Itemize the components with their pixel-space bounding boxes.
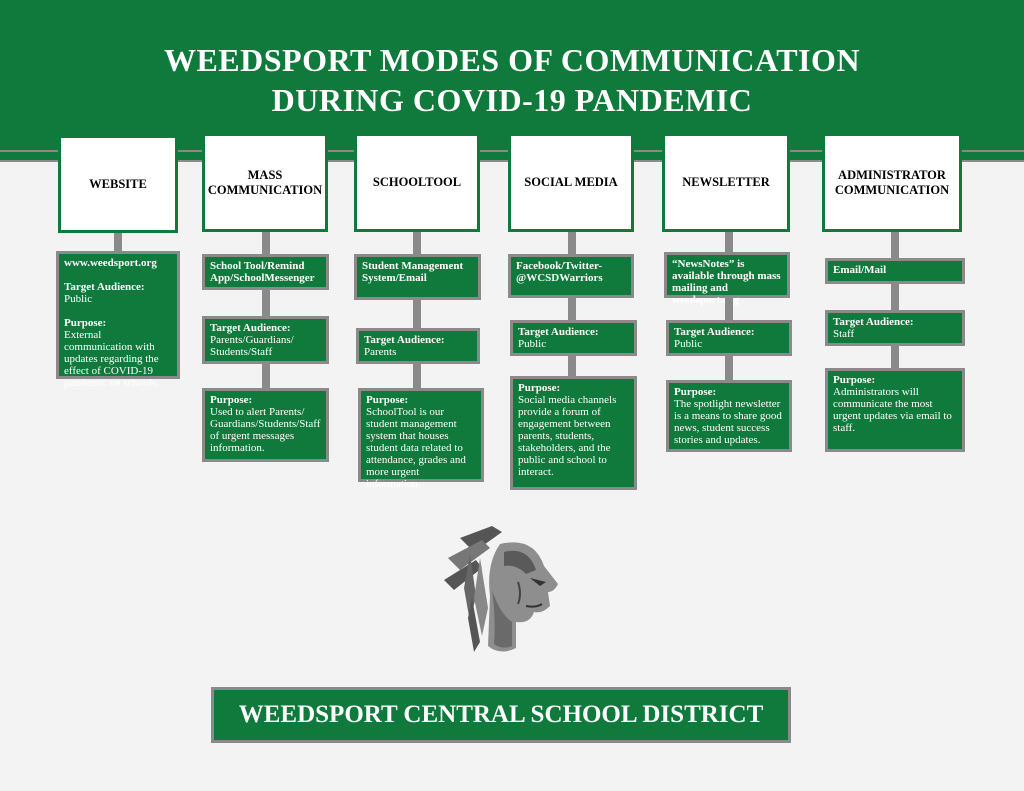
connector-stem — [262, 290, 270, 316]
purpose-label: Purpose: — [64, 317, 107, 329]
info-box-administrator-purpose: Purpose: Administrators will communicate… — [825, 368, 965, 452]
box-title: School Tool/Remind App/SchoolMessenger — [210, 260, 315, 284]
purpose-value: The spotlight newsletter is a means to s… — [674, 398, 782, 446]
connector-stem — [413, 300, 421, 328]
header-mass-communication: MASS COMMUNICATION — [202, 133, 328, 232]
audience-value: Public — [518, 338, 547, 350]
audience-label: Target Audience: — [64, 281, 145, 293]
audience-value: Parents/Guardians/ Students/Staff — [210, 334, 294, 358]
connector-stem — [262, 364, 270, 388]
box-title: www.weedsport.org — [64, 257, 157, 269]
info-box-schooltool-system: Student Management System/Email — [354, 254, 481, 300]
purpose-value: External communication with updates rega… — [64, 329, 160, 389]
connector-stem — [114, 233, 122, 251]
warrior-head-logo-icon — [430, 518, 578, 660]
title-line-1: WEEDSPORT MODES OF COMMUNICATION — [163, 42, 861, 78]
purpose-label: Purpose: — [674, 386, 717, 398]
box-title: Student Management System/Email — [362, 260, 464, 284]
info-box-schooltool-audience: Target Audience: Parents — [356, 328, 480, 364]
purpose-value: SchoolTool is our student management sys… — [366, 406, 466, 490]
info-box-administrator-audience: Target Audience: Staff — [825, 310, 965, 346]
audience-label: Target Audience: — [518, 326, 599, 338]
audience-label: Target Audience: — [833, 316, 914, 328]
audience-label: Target Audience: — [674, 326, 755, 338]
header-social-media: SOCIAL MEDIA — [508, 133, 634, 232]
info-box-mass-communication-purpose: Purpose: Used to alert Parents/ Guardian… — [202, 388, 329, 462]
box-title: Email/Mail — [833, 264, 887, 276]
connector-stem — [413, 232, 421, 254]
connector-stem — [891, 284, 899, 310]
audience-value: Public — [64, 293, 93, 305]
connector-stem — [725, 298, 733, 320]
box-title: Facebook/Twitter- @WCSDWarriors — [516, 260, 603, 284]
page-title: WEEDSPORT MODES OF COMMUNICATION DURING … — [0, 40, 1024, 120]
info-box-newsletter-audience: Target Audience: Public — [666, 320, 792, 356]
info-box-website: www.weedsport.org Target Audience: Publi… — [56, 251, 180, 389]
box-title: “NewsNotes” is available through mass ma… — [672, 258, 781, 306]
connector-stem — [262, 232, 270, 254]
purpose-label: Purpose: — [518, 382, 561, 394]
connector-stem — [725, 232, 733, 252]
connector-stem — [891, 346, 899, 368]
info-box-schooltool-purpose: Purpose: SchoolTool is our student manag… — [358, 388, 484, 490]
info-box-social-media-purpose: Purpose: Social media channels provide a… — [510, 376, 637, 490]
purpose-label: Purpose: — [210, 394, 253, 406]
connector-stem — [568, 356, 576, 376]
connector-stem — [568, 232, 576, 254]
info-box-newsletter-purpose: Purpose: The spotlight newsletter is a m… — [666, 380, 792, 452]
purpose-label: Purpose: — [833, 374, 876, 386]
audience-value: Public — [674, 338, 703, 350]
connector-stem — [413, 364, 421, 388]
audience-label: Target Audience: — [210, 322, 291, 334]
purpose-label: Purpose: — [366, 394, 409, 406]
purpose-value: Used to alert Parents/ Guardians/Student… — [210, 406, 321, 454]
info-box-administrator-method: Email/Mail — [825, 258, 965, 284]
header-schooltool: SCHOOLTOOL — [354, 133, 480, 232]
school-district-banner: WEEDSPORT CENTRAL SCHOOL DISTRICT — [211, 687, 791, 743]
info-box-mass-communication-tools: School Tool/Remind App/SchoolMessenger — [202, 254, 329, 290]
header-newsletter: NEWSLETTER — [662, 133, 790, 232]
connector-stem — [725, 356, 733, 380]
connector-stem — [891, 232, 899, 258]
audience-label: Target Audience: — [364, 334, 445, 346]
info-box-mass-communication-audience: Target Audience: Parents/Guardians/ Stud… — [202, 316, 329, 364]
info-box-newsletter-availability: “NewsNotes” is available through mass ma… — [664, 252, 790, 306]
purpose-value: Social media channels provide a forum of… — [518, 394, 617, 478]
header-website: WEBSITE — [58, 135, 178, 233]
audience-value: Staff — [833, 328, 855, 340]
info-box-social-media-audience: Target Audience: Public — [510, 320, 637, 356]
title-line-2: DURING COVID-19 PANDEMIC — [271, 82, 753, 118]
purpose-value: Administrators will communicate the most… — [833, 386, 952, 434]
connector-stem — [568, 298, 576, 320]
info-box-social-media-channels: Facebook/Twitter- @WCSDWarriors — [508, 254, 634, 298]
audience-value: Parents — [364, 346, 397, 358]
header-administrator-communication: ADMINISTRATOR COMMUNICATION — [822, 133, 962, 232]
